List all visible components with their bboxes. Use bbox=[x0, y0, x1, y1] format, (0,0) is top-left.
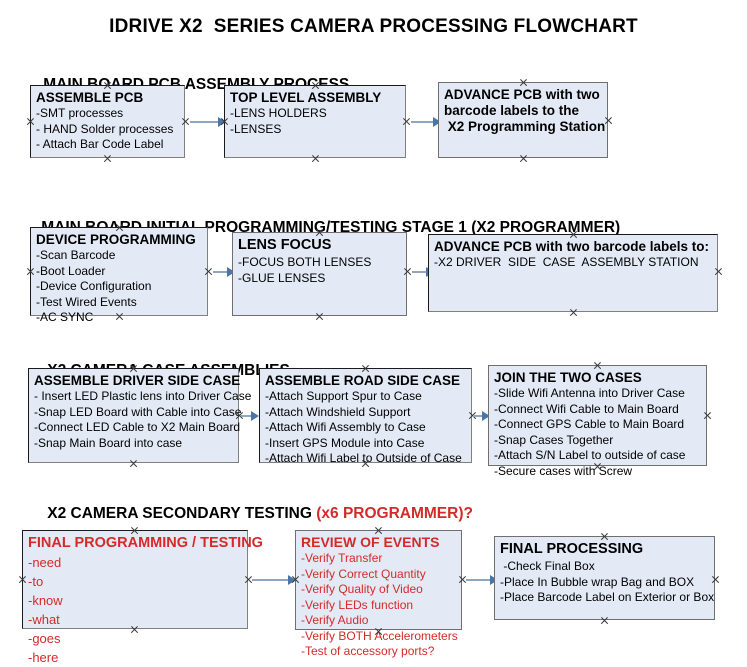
arrow-shaft bbox=[252, 579, 289, 581]
box-line: -GLUE LENSES bbox=[238, 270, 326, 285]
box-line: -X2 DRIVER SIDE CASE ASSEMBLY STATION bbox=[434, 255, 699, 269]
box-line: -Place In Bubble wrap Bag and BOX bbox=[500, 574, 695, 589]
box-line: -need bbox=[28, 555, 62, 570]
box-line: -FOCUS BOTH LENSES bbox=[238, 255, 372, 269]
arrow-connector bbox=[252, 575, 296, 585]
box-review-of-events[interactable]: REVIEW OF EVENTS -Verify Transfer -Verif… bbox=[295, 530, 462, 658]
box-line: -Connect LED Cable to X2 Main Board bbox=[34, 420, 241, 434]
arrow-shaft bbox=[241, 415, 252, 417]
arrow-shaft bbox=[466, 579, 491, 581]
box-line: X2 Programming Station bbox=[444, 119, 606, 134]
box-line: -Verify Quality of Video bbox=[301, 582, 423, 596]
section-heading-4-accent: (x6 PROGRAMMER)? bbox=[316, 505, 473, 522]
arrow-head bbox=[482, 411, 490, 421]
box-line: -Snap Cases Together bbox=[494, 432, 614, 447]
box-line: -Insert GPS Module into Case bbox=[265, 435, 425, 450]
box-line: -Attach Wifi Label to Outside of Case bbox=[265, 451, 462, 465]
box-line: -AC SYNC bbox=[36, 310, 94, 324]
arrow-connector bbox=[241, 411, 259, 421]
arrow-shaft bbox=[473, 415, 483, 417]
box-line: -Verify Correct Quantity bbox=[301, 566, 426, 581]
box-top-level-assembly[interactable]: TOP LEVEL ASSEMBLY -LENS HOLDERS -LENSES bbox=[224, 85, 406, 158]
box-line: -Device Configuration bbox=[36, 279, 152, 293]
box-device-programming[interactable]: DEVICE PROGRAMMING -Scan Barcode -Boot L… bbox=[30, 227, 208, 324]
box-line: -know bbox=[28, 593, 63, 608]
box-title: FINAL PROCESSING bbox=[500, 541, 644, 557]
arrow-head bbox=[227, 267, 235, 277]
box-title: TOP LEVEL ASSEMBLY bbox=[230, 90, 382, 105]
arrow-shaft bbox=[412, 271, 427, 273]
box-advance-pcb-2[interactable]: ADVANCE PCB with two barcode labels to: … bbox=[428, 234, 718, 312]
box-assemble-road-side-case[interactable]: ASSEMBLE ROAD SIDE CASE -Attach Support … bbox=[259, 368, 472, 465]
box-line: -Slide Wifi Antenna into Driver Case bbox=[494, 386, 685, 400]
box-line: -Snap LED Board with Cable into Case bbox=[34, 404, 242, 419]
box-title: ADVANCE PCB with two barcode labels to: bbox=[434, 239, 710, 254]
box-line: -Verify Audio bbox=[301, 613, 369, 627]
box-assemble-pcb[interactable]: ASSEMBLE PCB -SMT processes - HAND Solde… bbox=[30, 85, 185, 158]
box-line: -LENSES bbox=[230, 121, 282, 136]
box-line: -Snap Main Board into case bbox=[34, 435, 183, 450]
box-line: -Verify Transfer bbox=[301, 551, 383, 565]
box-line: -Test Wired Events bbox=[36, 294, 137, 309]
box-advance-pcb-1[interactable]: ADVANCE PCB with two barcode labels to t… bbox=[438, 82, 608, 158]
arrow-connector bbox=[190, 117, 226, 127]
box-line: -Secure cases with Screw bbox=[494, 463, 633, 478]
arrow-head bbox=[218, 117, 226, 127]
arrow-shaft bbox=[190, 121, 219, 123]
arrow-head bbox=[433, 117, 441, 127]
page-title: IDRIVE X2 SERIES CAMERA PROCESSING FLOWC… bbox=[109, 16, 638, 37]
box-line: -SMT processes bbox=[36, 106, 124, 120]
arrow-shaft bbox=[213, 271, 228, 273]
box-join-the-two-cases[interactable]: JOIN THE TWO CASES -Slide Wifi Antenna i… bbox=[488, 365, 707, 478]
arrow-shaft bbox=[411, 121, 434, 123]
box-title: ASSEMBLE ROAD SIDE CASE bbox=[265, 373, 461, 388]
box-line: -Check Final Box bbox=[500, 559, 595, 573]
box-line: -what bbox=[28, 612, 60, 627]
box-line: -Verify BOTH Accelerometers bbox=[301, 628, 458, 643]
box-line: barcode labels to the bbox=[444, 103, 580, 118]
box-title: LENS FOCUS bbox=[238, 237, 332, 253]
box-line: -Attach S/N Label to outside of case bbox=[494, 448, 686, 462]
box-lens-focus[interactable]: LENS FOCUS -FOCUS BOTH LENSES -GLUE LENS… bbox=[232, 232, 407, 316]
box-line: - HAND Solder processes bbox=[36, 121, 174, 136]
box-final-processing[interactable]: FINAL PROCESSING -Check Final Box -Place… bbox=[494, 536, 715, 620]
section-heading-4: X2 CAMERA SECONDARY TESTING (x6 PROGRAMM… bbox=[30, 487, 473, 541]
box-line: -Scan Barcode bbox=[36, 248, 116, 262]
box-line: - Attach Bar Code Label bbox=[36, 137, 164, 151]
box-line: -LENS HOLDERS bbox=[230, 106, 327, 120]
box-line: -Test of accessory ports? bbox=[301, 644, 435, 658]
arrow-connector bbox=[473, 411, 490, 421]
box-title: ASSEMBLE DRIVER SIDE CASE bbox=[34, 373, 241, 388]
box-title: ADVANCE PCB with two bbox=[444, 87, 600, 102]
box-line: -Boot Loader bbox=[36, 263, 106, 278]
box-final-programming-testing[interactable]: FINAL PROGRAMMING / TESTING -need -to -k… bbox=[22, 530, 263, 665]
box-line: -Attach Wifi Assembly to Case bbox=[265, 420, 426, 434]
arrow-head bbox=[251, 411, 259, 421]
arrow-connector bbox=[213, 267, 235, 277]
arrow-head bbox=[288, 575, 296, 585]
box-title: ASSEMBLE PCB bbox=[36, 90, 144, 105]
box-line: -Attach Support Spur to Case bbox=[265, 389, 422, 403]
box-line: -Connect Wifi Cable to Main Board bbox=[494, 401, 679, 416]
box-line: -Attach Windshield Support bbox=[265, 404, 411, 419]
box-line: -Place Barcode Label on Exterior or Box bbox=[500, 590, 715, 604]
section-heading-4-text: X2 CAMERA SECONDARY TESTING bbox=[47, 505, 317, 522]
box-title: FINAL PROGRAMMING / TESTING bbox=[28, 535, 263, 551]
arrow-connector bbox=[411, 117, 441, 127]
box-line: -to bbox=[28, 574, 44, 589]
box-line: -Verify LEDs function bbox=[301, 597, 414, 612]
box-line: -Connect GPS Cable to Main Board bbox=[494, 417, 685, 431]
box-line: -here bbox=[28, 650, 59, 665]
box-title: DEVICE PROGRAMMING bbox=[36, 232, 196, 247]
box-title: JOIN THE TWO CASES bbox=[494, 370, 642, 385]
box-line: - Insert LED Plastic lens into Driver Ca… bbox=[34, 389, 252, 403]
box-title: REVIEW OF EVENTS bbox=[301, 534, 440, 550]
box-line: -goes bbox=[28, 631, 61, 646]
box-assemble-driver-side-case[interactable]: ASSEMBLE DRIVER SIDE CASE - Insert LED P… bbox=[28, 368, 252, 463]
